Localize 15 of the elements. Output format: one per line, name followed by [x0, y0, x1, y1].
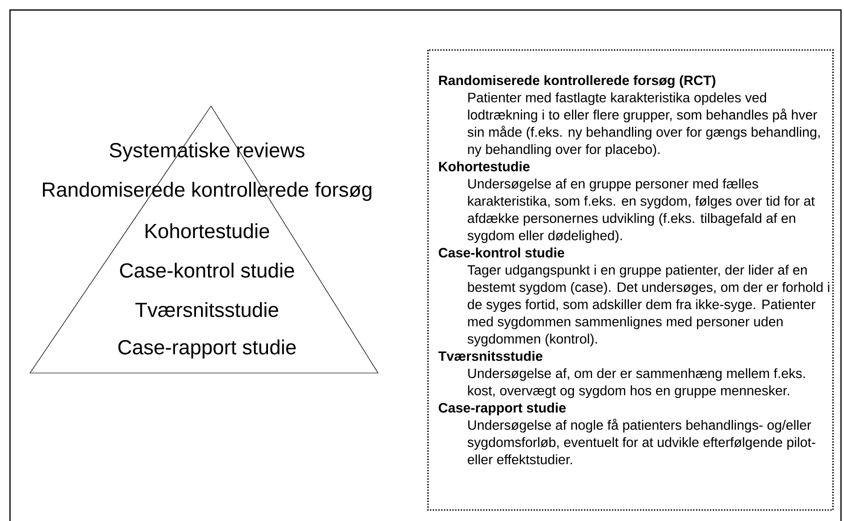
term-heading: Tværsnitsstudie — [438, 350, 542, 361]
level-label: Case-rapport studie — [118, 339, 296, 358]
definition-text: Undersøgelse af en gruppe personer med fælles karakteristika, som f.eks. en sygdom, følges over tid for at afdække personernes udvikling (f.eks. tilbagefald af en sygdom eller dødelighed). — [468, 178, 815, 243]
definition-text: Undersøgelse af nogle få patienters behandlings- og/eller sygdomsforløb, eventuelt for at udvikle efterfølgende pilot- eller effektstudier. — [468, 418, 816, 464]
level-label: Tværsnitsstudie — [135, 302, 278, 318]
term-heading: Kohortestudie — [439, 161, 530, 172]
term-heading: Randomiserede kontrollerede forsøg (RCT) — [439, 75, 716, 88]
definition-text: Undersøgelse af, om der er sammenhæng mellem f.eks. kost, overvægt og sygdom hos en gruppe mennesker. — [468, 368, 805, 398]
definition-text: Patienter med fastlagte karakteristika opdeles ved lodtrækning i to eller flere grupper, som behandles på hver sin måde (f.eks. ny behandling over for gængs behandling, ny behandling over for placebo). — [468, 92, 820, 157]
definition-box — [427, 49, 834, 511]
level-label: Kohortestudie — [146, 223, 270, 238]
definition-text: Tager udgangspunkt i en gruppe patienter, der lider af en bestemt sygdom (case). Det undersøges, om der er forhold i de syges fortid, som adskiller dem fra ikke-syge. Patienter med sygdommen sammenlignes med personer uden sygdommen (kontrol). — [468, 264, 830, 346]
term-heading: Case-rapport studie — [438, 402, 566, 416]
level-label: Case-kontrol studie — [120, 262, 294, 278]
term-heading: Case-kontrol studie — [438, 248, 564, 258]
